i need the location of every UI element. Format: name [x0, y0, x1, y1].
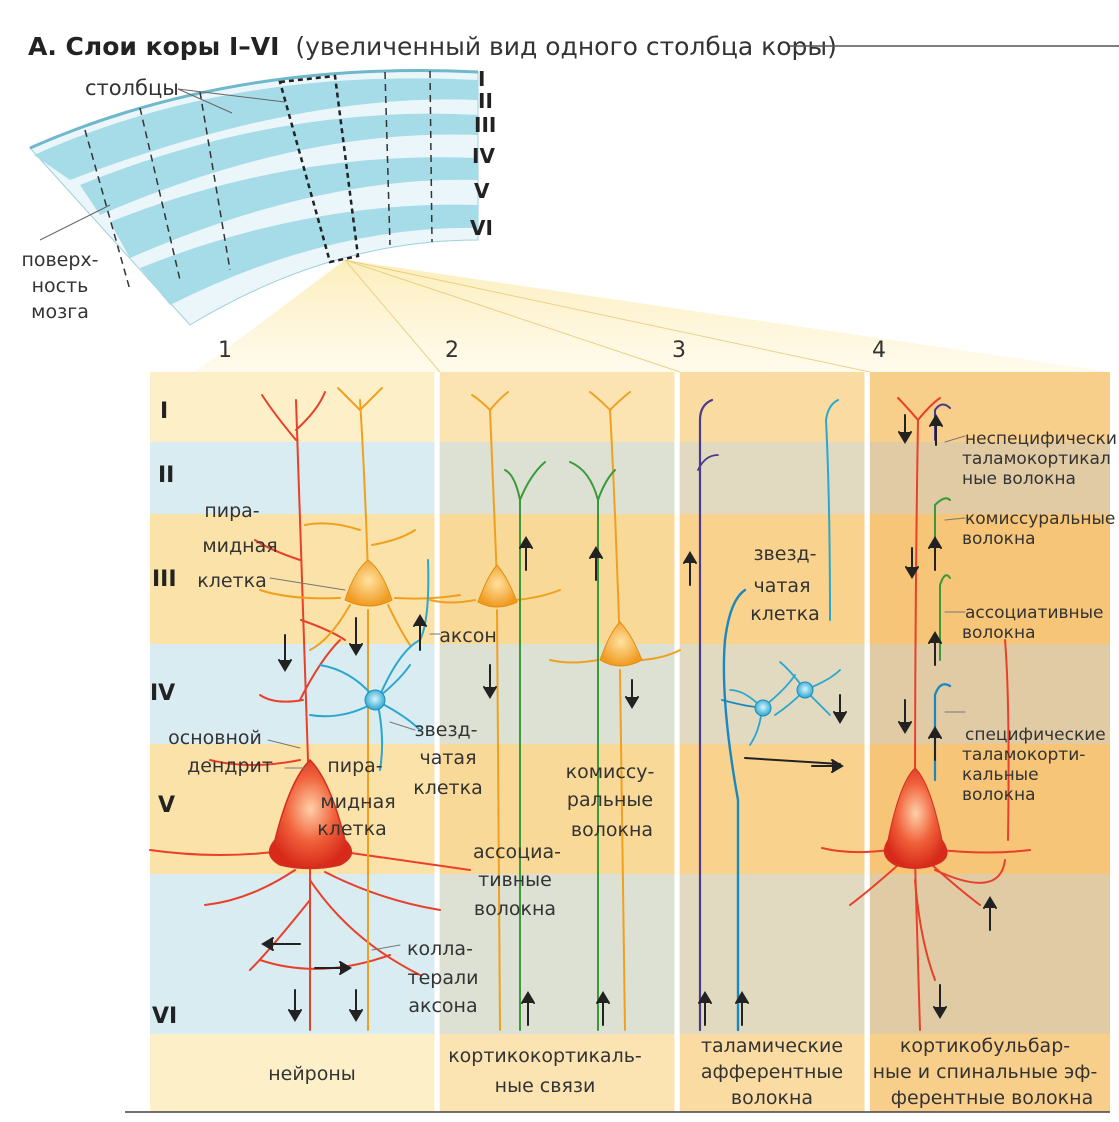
panel-number-2: 2: [445, 338, 459, 363]
overview-layer-2: II: [478, 89, 493, 113]
panel-number-4: 4: [872, 338, 886, 363]
layer-label-5: V: [158, 793, 175, 818]
overview-layer-5: V: [474, 179, 490, 203]
p1-pyramidal-lower-2: мидная: [320, 791, 395, 813]
p3-stellate-2: чатая: [753, 575, 810, 597]
p1-stellate-1: звезд-: [414, 719, 477, 741]
p2-caption-2: ные связи: [495, 1075, 596, 1097]
p4-nonspecific-3: ные волокна: [962, 469, 1076, 489]
overview-layer-1: I: [478, 67, 485, 91]
stellate-cell-p3b: [797, 682, 813, 698]
p1-pyramidal-lower-3: клетка: [317, 818, 387, 840]
columns-label: столбцы: [85, 76, 179, 100]
p2-commiss-3: волокна: [571, 819, 653, 841]
p1-pyramidal-upper-2: мидная: [202, 535, 277, 557]
p3-stellate-3: клетка: [750, 603, 820, 625]
surface-label-3: мозга: [31, 301, 89, 323]
p1-collaterals-3: аксона: [408, 995, 477, 1017]
p4-caption-1: кортикобульбар-: [900, 1035, 1070, 1057]
layer-label-2: II: [158, 463, 174, 488]
p1-caption: нейроны: [268, 1063, 356, 1085]
layer-label-6: VI: [152, 1004, 177, 1029]
p2-caption-1: кортикокортикаль-: [448, 1045, 642, 1067]
p4-specific-1: специфические: [965, 725, 1106, 745]
p4-commiss-1: комиссуральные: [965, 509, 1115, 529]
title-bold: А. Слои коры I–VI: [28, 32, 279, 61]
p1-collaterals-2: терали: [408, 967, 479, 989]
overview-layer-4: IV: [472, 144, 495, 168]
zoom-fan: [195, 260, 1110, 372]
p3-caption-1: таламические: [701, 1035, 843, 1057]
p2-commiss-1: комиссу-: [566, 761, 655, 783]
panel-number-3: 3: [672, 338, 686, 363]
p1-basal-dendrite-1: основной: [168, 727, 262, 749]
p4-caption-2: ные и спинальные эф-: [873, 1061, 1098, 1083]
p4-caption-3: ферентные волокна: [891, 1087, 1093, 1109]
p4-nonspecific-1: неспецифически: [965, 429, 1117, 449]
p1-collaterals-1: колла-: [407, 938, 473, 960]
p3-stellate-1: звезд-: [753, 543, 816, 565]
p4-assoc-2: волокна: [962, 623, 1036, 643]
p4-specific-3: кальные: [962, 765, 1039, 785]
p4-assoc-1: ассоциативные: [965, 603, 1104, 623]
panel-number-1: 1: [218, 338, 232, 363]
p1-basal-dendrite-2: дендрит: [187, 755, 273, 777]
layer-label-3: III: [152, 567, 177, 592]
p3-caption-2: афферентные: [701, 1061, 843, 1083]
p4-commiss-2: волокна: [962, 529, 1036, 549]
layer-label-4: IV: [150, 681, 175, 706]
p2-assoc-2: тивные: [478, 869, 552, 891]
p2-assoc-3: волокна: [474, 898, 556, 920]
figure-title: А. Слои коры I–VI (увеличенный вид одног…: [28, 32, 837, 61]
p1-stellate-3: клетка: [413, 777, 483, 799]
p2-commiss-2: ральные: [567, 789, 653, 811]
surface-label-1: поверх-: [21, 249, 98, 271]
p1-stellate-2: чатая: [419, 747, 476, 769]
p1-axon: аксон: [439, 625, 497, 647]
stellate-cell-p3a: [755, 700, 771, 716]
layer-label-1: I: [160, 399, 168, 424]
p4-specific-4: волокна: [962, 785, 1036, 805]
p4-specific-2: таламокорти-: [962, 745, 1085, 765]
overview-layer-6: VI: [470, 216, 493, 240]
p2-assoc-1: ассоциа-: [473, 841, 561, 863]
title-rest: (увеличенный вид одного столбца коры): [295, 32, 837, 61]
p1-pyramidal-upper-1: пира-: [204, 500, 259, 522]
overview-layer-3: III: [474, 113, 496, 137]
p3-caption-3: волокна: [731, 1087, 813, 1109]
surface-label-2: ность: [32, 275, 89, 297]
p4-nonspecific-2: таламокортикал: [962, 449, 1111, 469]
p1-pyramidal-lower-1: пира-: [327, 755, 382, 777]
stellate-cell-1: [365, 690, 385, 710]
p1-pyramidal-upper-3: клетка: [197, 570, 267, 592]
